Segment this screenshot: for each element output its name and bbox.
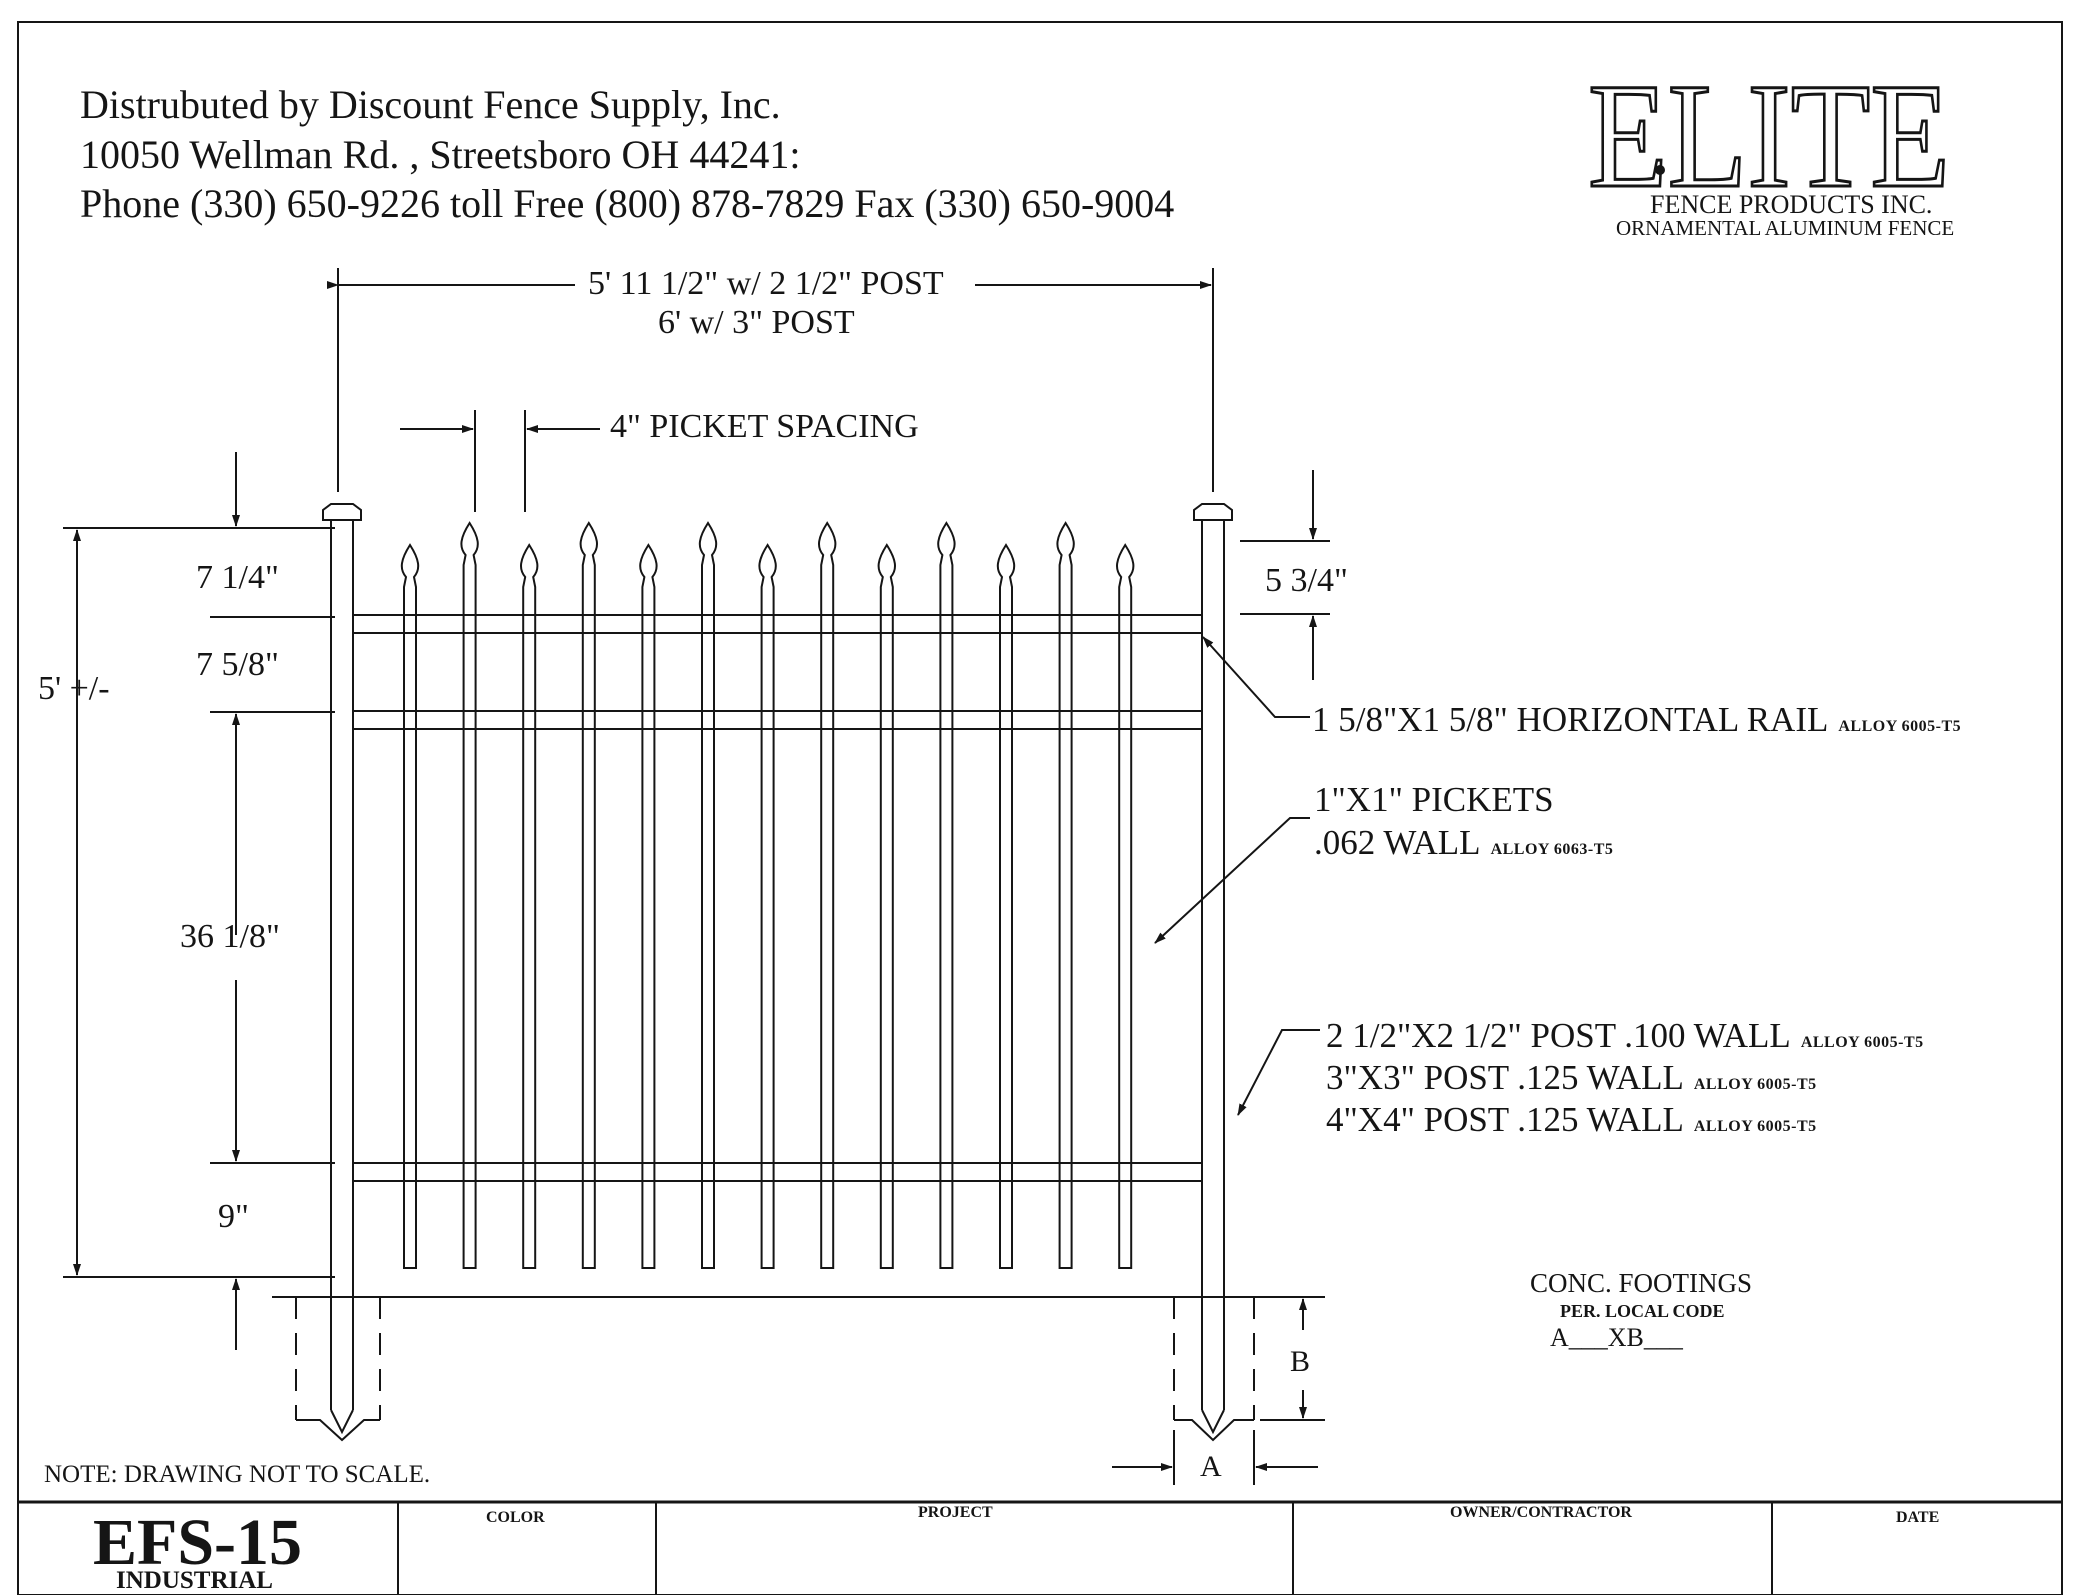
picket [818,521,837,1269]
logo-tagline: ORNAMENTAL ALUMINUM FENCE [1616,216,1955,240]
rail-gap-label: 7 5/8" [196,646,279,683]
distributor-address: 10050 Wellman Rd. , Streetsboro OH 44241… [80,132,801,177]
picket [1056,521,1075,1269]
picket [877,543,896,1269]
pickets [400,521,1135,1269]
picket-spacing-label: 4" PICKET SPACING [610,408,919,445]
model-number: EFS-15 [93,1506,303,1579]
picket-middle-label: 36 1/8" [180,918,280,955]
date-field-label: DATE [1896,1509,1940,1526]
picket-spec: 1"X1" PICKETS [1314,780,1554,819]
picket [639,543,658,1269]
footing-depth-label: B [1290,1345,1311,1378]
picket [996,543,1016,1269]
logo-wordmark: ELITE [1588,53,1950,219]
footing-title: CONC. FOOTINGS [1530,1268,1753,1298]
right-post [1173,503,1255,1442]
section-width-label: 5' 11 1/2" w/ 2 1/2" POST [588,265,944,302]
footing-subtitle: PER. LOCAL CODE [1560,1301,1725,1321]
post-top-label: 5 3/4" [1265,562,1348,599]
logo-company: FENCE PRODUCTS INC. [1650,190,1933,219]
logo-mark: ELITE [1587,52,1952,221]
picket [400,543,420,1269]
picket [520,543,539,1269]
sheet-border [17,21,2063,1595]
project-field-label: PROJECT [918,1504,993,1521]
color-field-label: COLOR [486,1509,545,1526]
picket [1116,543,1135,1269]
footing-formula: A___XB___ [1550,1323,1683,1352]
left-post [295,503,381,1442]
picket [579,521,598,1269]
picket [758,543,777,1269]
picket [460,521,479,1269]
owner-field-label: OWNER/CONTRACTOR [1450,1504,1632,1521]
section-width-alt-label: 6' w/ 3" POST [658,304,855,341]
top-spike-label: 7 1/4" [196,559,279,596]
model-style: INDUSTRIAL [116,1567,273,1594]
picket [937,521,956,1269]
scale-note: NOTE: DRAWING NOT TO SCALE. [44,1461,431,1488]
footing-width-label: A [1200,1450,1222,1483]
distributor-phone: Phone (330) 650-9226 toll Free (800) 878… [80,181,1175,226]
rails [352,614,1203,1182]
picket [698,521,718,1269]
bottom-clearance-label: 9" [218,1198,249,1235]
distributor-name: Distrubuted by Discount Fence Supply, In… [80,82,781,127]
overall-height-label: 5' +/- [38,670,110,707]
